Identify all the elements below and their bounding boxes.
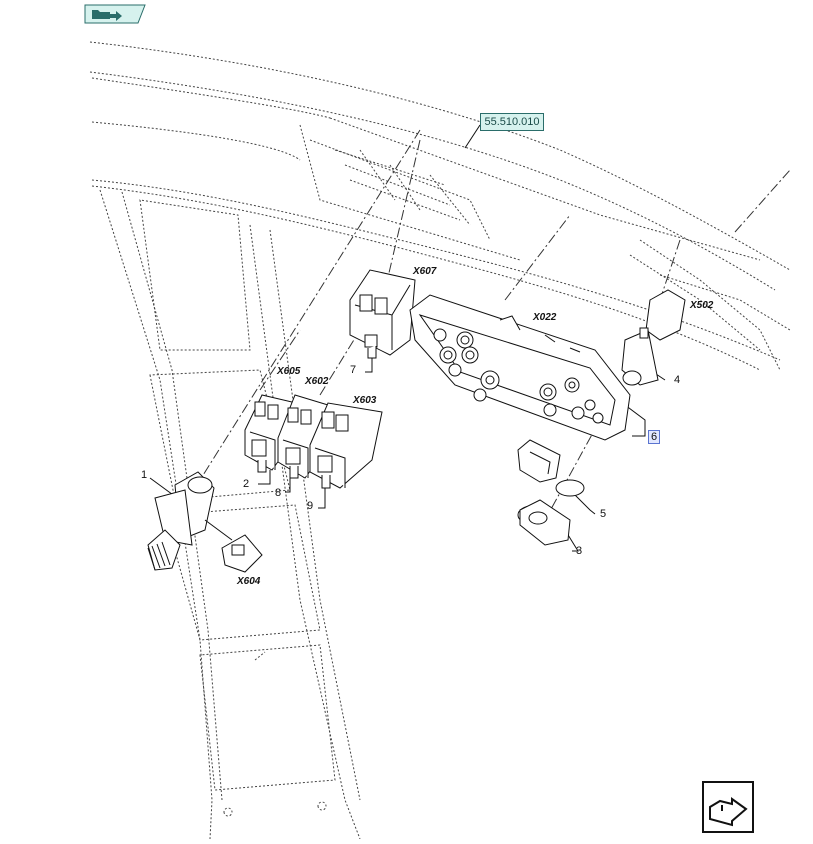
socket	[517, 499, 571, 546]
switch-x605	[244, 394, 293, 473]
back-to-index-button[interactable]	[84, 4, 146, 24]
next-page-button[interactable]	[702, 781, 754, 833]
callout-5: 5	[600, 508, 607, 520]
callout-6-selected[interactable]: 6	[648, 430, 661, 444]
connector-label-x602: X602	[305, 376, 329, 387]
connector-label-x502: X502	[690, 300, 714, 311]
callout-3: 3	[576, 545, 583, 557]
connector-x502	[621, 289, 686, 386]
switch-x603	[309, 402, 383, 489]
connector-label-x603: X603	[353, 395, 377, 406]
next-page-arrow-icon	[702, 781, 754, 833]
callout-7: 7	[350, 364, 357, 376]
connector-label-x022: X022	[533, 312, 557, 323]
pillar-outline	[99, 189, 361, 840]
callout-4: 4	[674, 374, 681, 386]
socket-cap	[517, 439, 585, 497]
folder-arrow-icon	[84, 4, 146, 24]
callout-9: 9	[307, 500, 314, 512]
connector-label-x607: X607	[413, 266, 437, 277]
rotary-switch	[147, 471, 263, 573]
switch-x607	[349, 269, 416, 359]
control-panel-x022	[409, 294, 631, 441]
connector-label-x605: X605	[277, 366, 301, 377]
connector-label-x604: X604	[237, 576, 261, 587]
callout-8: 8	[275, 487, 282, 499]
callout-2: 2	[243, 478, 250, 490]
callout-1: 1	[141, 469, 148, 481]
reference-link-55-510-010[interactable]: 55.510.010	[480, 113, 544, 131]
